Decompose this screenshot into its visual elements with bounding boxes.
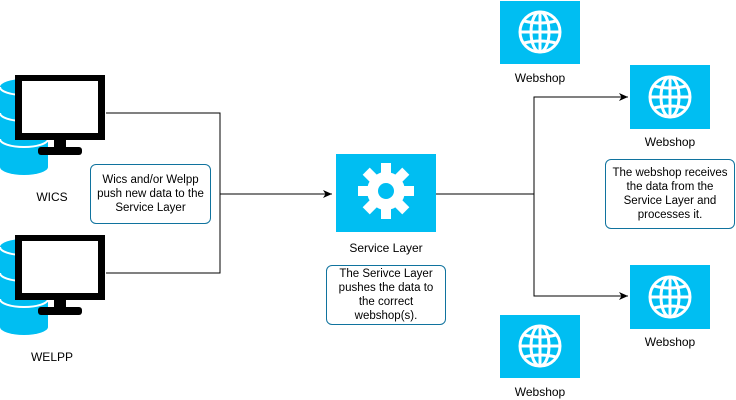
wics-label: WICS (36, 190, 68, 204)
webshop-upper-right-globe-icon (630, 65, 710, 129)
service-layer-gear-icon (336, 154, 436, 232)
welpp-database-monitor-icon (0, 234, 106, 336)
push-note: Wics and/or Welpp push new data to the S… (90, 164, 211, 224)
webshop-top-globe-icon (500, 1, 580, 64)
webshop-note-text: The webshop receives the data from the S… (612, 167, 728, 221)
service-layer-note: The Serivce Layer pushes the data to the… (326, 265, 446, 325)
connector-welpp-to-service (106, 190, 332, 274)
connector-wics-to-service (106, 112, 221, 194)
webshop-bottom-globe-icon (500, 315, 580, 378)
welpp-label: WELPP (30, 350, 73, 364)
connector-service-to-webshops (436, 93, 628, 300)
wics-database-monitor-icon (0, 74, 106, 176)
service-layer-label: Service Layer (349, 241, 423, 255)
webshop-label: Webshop (644, 335, 696, 349)
webshop-note: The webshop receives the data from the S… (605, 159, 735, 229)
webshop-label: Webshop (514, 385, 566, 399)
webshop-lower-right-globe-icon (630, 265, 710, 329)
webshop-label: Webshop (644, 135, 696, 149)
service-layer-note-text: The Serivce Layer pushes the data to the… (338, 268, 434, 322)
webshop-label: Webshop (514, 71, 566, 85)
push-note-text: Wics and/or Welpp push new data to the S… (97, 174, 204, 214)
